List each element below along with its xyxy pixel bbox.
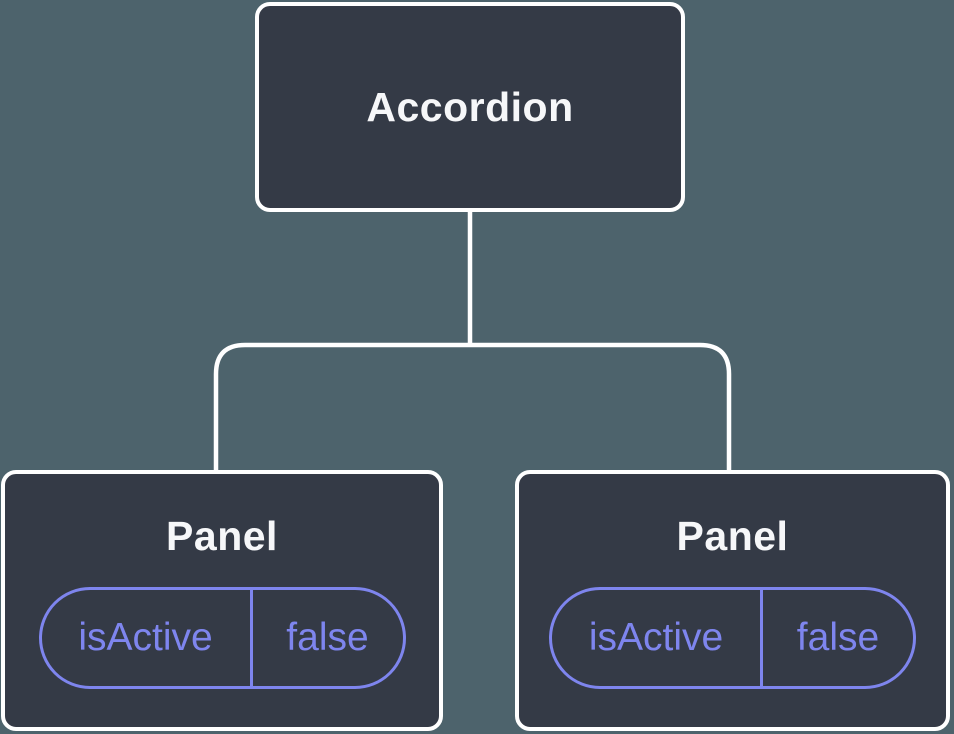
state-key-label: isActive (552, 590, 763, 686)
node-accordion-label: Accordion (366, 84, 574, 130)
node-panel-1-label: Panel (166, 513, 278, 559)
node-panel-2-label: Panel (676, 513, 789, 559)
branch-bracket-line (213, 342, 732, 470)
node-panel-2-state-pill: isActive false (549, 587, 916, 689)
node-panel-1: Panel isActive false (1, 470, 443, 731)
state-key-label: isActive (42, 590, 253, 686)
node-panel-1-state-pill: isActive false (38, 587, 406, 689)
state-value-label: false (796, 616, 880, 659)
node-accordion: Accordion (255, 2, 685, 212)
state-value-label: false (286, 616, 369, 659)
node-panel-2: Panel isActive false (515, 470, 950, 731)
